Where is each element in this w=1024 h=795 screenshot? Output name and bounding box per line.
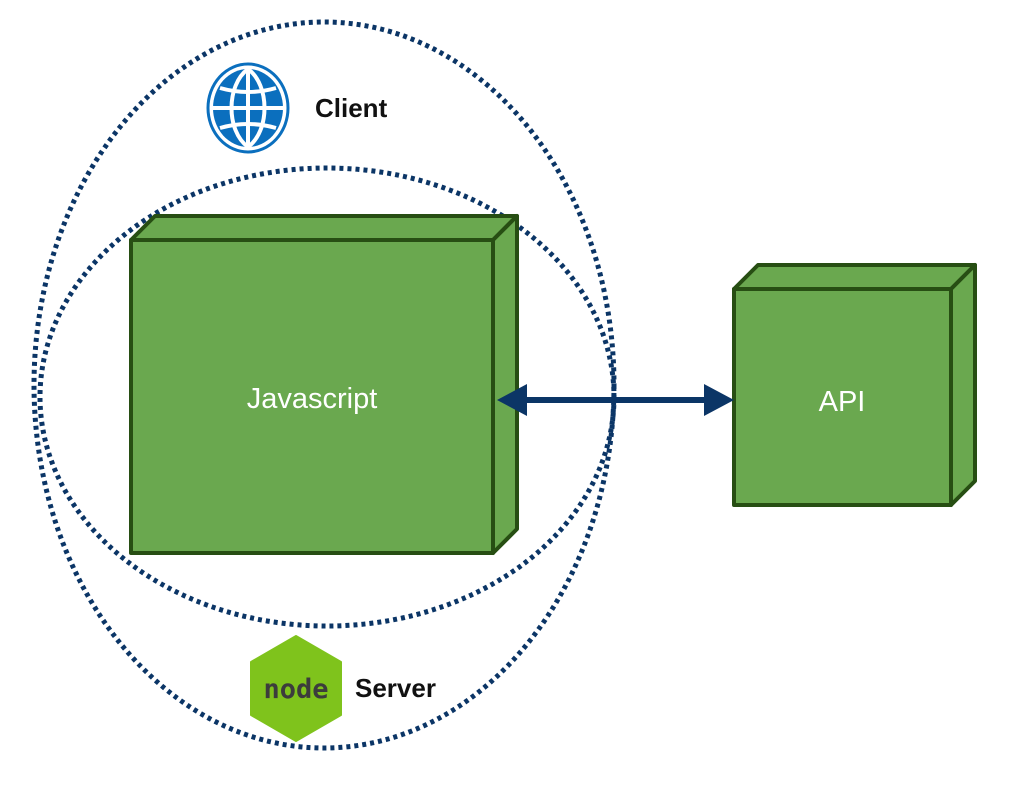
arrowhead-right-icon — [704, 384, 734, 416]
javascript-api-connector — [497, 384, 734, 416]
server-label: Server — [355, 673, 436, 703]
api-node[interactable]: API — [732, 263, 977, 507]
javascript-box-side — [491, 214, 519, 555]
api-box-front — [732, 287, 953, 507]
arrowhead-left-icon — [497, 384, 527, 416]
javascript-box-top — [129, 214, 519, 242]
api-label: API — [819, 386, 866, 418]
api-box-top — [732, 263, 977, 291]
javascript-box-front — [129, 238, 495, 555]
javascript-label: Javascript — [247, 383, 378, 415]
api-box-side — [949, 263, 977, 507]
nodejs-logo-icon: node — [250, 635, 342, 742]
javascript-node[interactable]: Javascript — [129, 214, 519, 555]
svg-text:node: node — [263, 674, 328, 705]
globe-icon — [206, 62, 290, 154]
client-label: Client — [315, 93, 388, 123]
client-boundary — [31, 19, 617, 751]
